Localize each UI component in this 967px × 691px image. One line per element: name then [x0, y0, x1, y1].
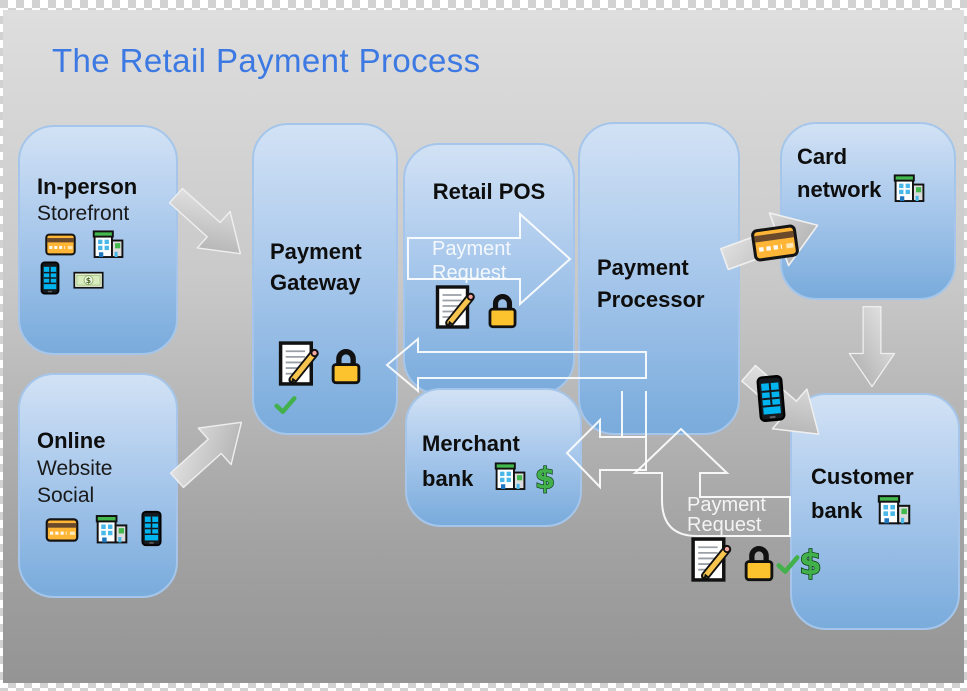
mobile-phone-icon — [141, 510, 162, 547]
bank-request-line1: Payment — [687, 494, 766, 516]
credit-card-icon — [750, 223, 800, 263]
in-person-subtitle: Storefront — [37, 202, 130, 225]
retail-pos-title: Retail POS — [432, 179, 546, 204]
card-network-title-line1: Card — [797, 144, 848, 169]
customer-bank-title-line2: bank — [811, 498, 863, 523]
node-online — [18, 373, 178, 598]
memo-icon — [433, 284, 478, 330]
office-building-icon — [95, 513, 129, 545]
memo-icon — [690, 536, 733, 583]
office-building-icon — [92, 229, 125, 259]
pos-request-line2: Request — [432, 262, 507, 284]
arrow-card-network-to-customer-bank — [844, 305, 900, 389]
merchant-bank-title-line1: Merchant — [422, 431, 520, 456]
online-title: Online — [37, 428, 106, 453]
page-title: The Retail Payment Process — [52, 42, 481, 79]
pos-request-line1: Payment — [432, 238, 511, 260]
check-mark-icon — [274, 395, 297, 415]
customer-bank-title-line1: Customer — [811, 464, 914, 489]
office-building-icon — [877, 493, 912, 526]
office-building-icon — [893, 172, 926, 204]
card-network-title-line2: network — [797, 177, 882, 202]
mobile-phone-icon — [755, 374, 787, 423]
lock-icon — [329, 346, 363, 386]
lock-icon — [742, 543, 776, 583]
bank-request-label: Payment Request — [687, 495, 766, 535]
dollar-sign-icon — [800, 543, 821, 582]
payment-gateway-title-line2: Gateway — [270, 270, 361, 295]
node-merchant-bank — [405, 388, 582, 527]
bank-request-line2: Request — [687, 514, 762, 536]
credit-card-icon — [45, 518, 79, 542]
office-building-icon — [494, 460, 527, 492]
memo-icon — [276, 340, 322, 387]
node-card-network — [780, 122, 956, 300]
payment-processor-title-line1: Payment — [597, 255, 689, 280]
in-person-title: In-person — [37, 174, 138, 199]
online-subtitle-website: Website — [37, 457, 113, 480]
mobile-phone-icon — [40, 261, 60, 295]
payment-processor-title-line2: Processor — [597, 287, 705, 312]
credit-card-icon — [45, 233, 76, 256]
node-payment-gateway — [252, 123, 398, 435]
payment-gateway-title-line1: Payment — [270, 239, 362, 264]
lock-icon — [486, 291, 519, 330]
merchant-bank-title-line2: bank — [422, 466, 474, 491]
pos-request-label: Payment Request — [432, 237, 511, 285]
banknote-icon — [73, 268, 104, 292]
online-subtitle-social: Social — [37, 484, 95, 507]
check-mark-icon — [776, 554, 800, 575]
dollar-sign-icon — [535, 461, 555, 495]
